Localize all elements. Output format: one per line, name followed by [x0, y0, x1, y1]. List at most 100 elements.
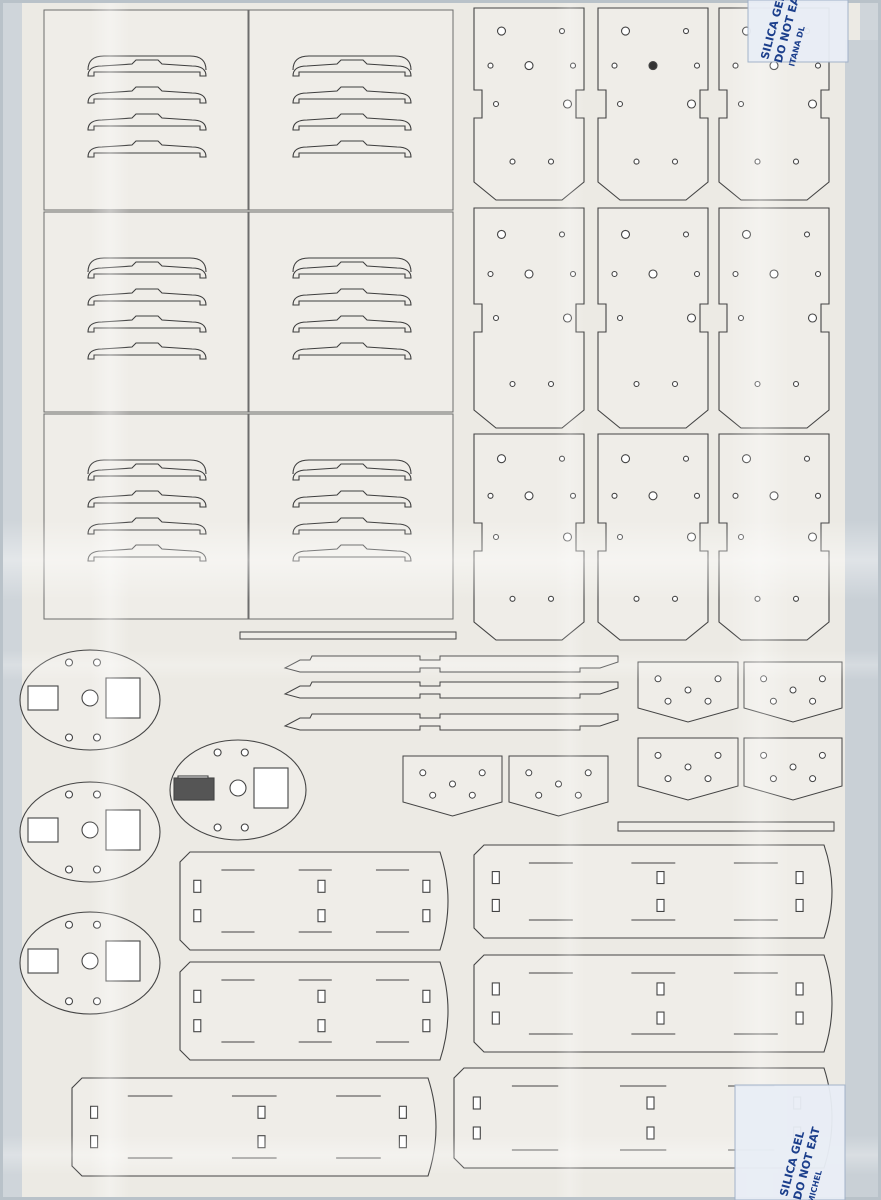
grille-slat	[292, 315, 412, 333]
floor-tab-slot	[193, 879, 202, 893]
end-plate-hole	[213, 748, 222, 757]
plate-hole	[814, 62, 822, 69]
bracket-hole	[684, 763, 692, 771]
plate-hole	[693, 62, 701, 69]
bracket-hole	[468, 791, 476, 799]
floor-tab-slot	[317, 1019, 326, 1033]
grille-slat	[292, 86, 412, 104]
floor-tab-slot	[422, 989, 431, 1003]
plate-hole	[487, 270, 494, 278]
plate-hole	[648, 491, 658, 501]
grille-top-arc	[87, 55, 207, 71]
plate-hole	[807, 313, 818, 323]
plate-hole	[509, 158, 516, 165]
plate-hole	[547, 380, 555, 388]
floor-tab-slot	[656, 1011, 665, 1025]
grille-slat	[292, 59, 412, 77]
floor-tab-slot	[422, 879, 431, 893]
grille-slat	[292, 288, 412, 306]
end-plate-hole	[64, 865, 74, 874]
floor-tab-slot	[795, 870, 804, 885]
floor-tab-slot	[491, 1011, 500, 1025]
end-plate-hole	[64, 790, 74, 799]
end-plate-hole	[240, 823, 249, 832]
plate-hole	[509, 380, 516, 388]
floor-tab-slot	[398, 1105, 407, 1119]
plate-hole	[803, 231, 811, 238]
sheet-edge-shadow	[845, 40, 881, 1200]
bracket-hole	[449, 780, 456, 788]
plate-hole	[693, 270, 701, 278]
plate-hole	[547, 158, 555, 165]
plate-hole	[616, 314, 624, 322]
end-plate-hole	[64, 997, 74, 1006]
floor-tab-slot	[257, 1105, 266, 1119]
side-plate	[597, 207, 709, 429]
grille-slat	[292, 261, 412, 279]
plate-hole	[496, 26, 507, 36]
bracket-hole	[789, 763, 797, 771]
grille-slat	[292, 140, 412, 158]
bracket-hole	[419, 769, 427, 777]
bracket-hole	[535, 791, 543, 799]
plate-hole	[611, 270, 618, 278]
bracket-hole	[654, 751, 662, 759]
plate-hole	[611, 492, 618, 499]
grille-slat	[292, 490, 412, 508]
plate-hole	[693, 492, 701, 499]
plate-hole	[792, 158, 800, 165]
plate-hole	[492, 314, 500, 322]
plate-hole	[671, 158, 679, 165]
floor-tab-slot	[646, 1096, 655, 1110]
plate-hole	[524, 61, 534, 71]
end-plate-dark-window	[173, 777, 215, 801]
bracket-hole	[704, 775, 712, 783]
floor-tab-slot	[795, 982, 804, 996]
plate-hole	[487, 492, 494, 499]
silica-packet-bottom: SILICA GEL DO NOT EAT MICHEL	[734, 1084, 846, 1200]
bracket-hole	[809, 775, 817, 783]
floor-tab-slot	[472, 1096, 481, 1110]
floor-panel	[179, 961, 449, 1061]
floor-tab-slot	[193, 989, 202, 1003]
plate-hole	[648, 269, 658, 279]
floor-tab-slot	[317, 989, 326, 1003]
plate-hole	[807, 99, 818, 109]
plate-hole	[633, 158, 640, 165]
floor-tab-slot	[656, 870, 665, 885]
bracket-hole	[789, 686, 797, 694]
bracket-hole	[684, 686, 692, 694]
plate-hole	[616, 100, 624, 108]
plate-hole	[524, 269, 534, 279]
floor-tab-slot	[193, 1019, 202, 1033]
floor-tab-slot	[193, 909, 202, 923]
bracket-hole	[478, 769, 486, 777]
plate-hole	[492, 100, 500, 108]
plate-hole	[792, 380, 800, 388]
plate-hole	[814, 270, 822, 278]
end-plate-hole	[240, 748, 249, 757]
bracket-hole	[525, 769, 533, 777]
bracket-hole	[818, 751, 826, 759]
plate-hole	[671, 380, 679, 388]
plate-hole	[496, 454, 507, 464]
floor-tab-slot	[795, 1011, 804, 1025]
bracket-hole	[714, 751, 722, 759]
plate-hole	[487, 62, 494, 69]
end-plate-window	[27, 948, 59, 974]
plate-hole	[682, 455, 690, 462]
floor-tab-slot	[422, 1019, 431, 1033]
floor-tab-slot	[491, 870, 500, 885]
floor-tab-slot	[795, 898, 804, 913]
grille-top-arc	[87, 459, 207, 475]
bracket-hole	[664, 697, 672, 705]
plate-hole	[524, 491, 534, 501]
side-plate	[597, 7, 709, 201]
floor-panel	[179, 851, 449, 951]
grille-slat	[292, 113, 412, 131]
end-plate-door	[253, 767, 289, 809]
floor-tab-slot	[317, 879, 326, 893]
bracket-hole	[429, 791, 437, 799]
